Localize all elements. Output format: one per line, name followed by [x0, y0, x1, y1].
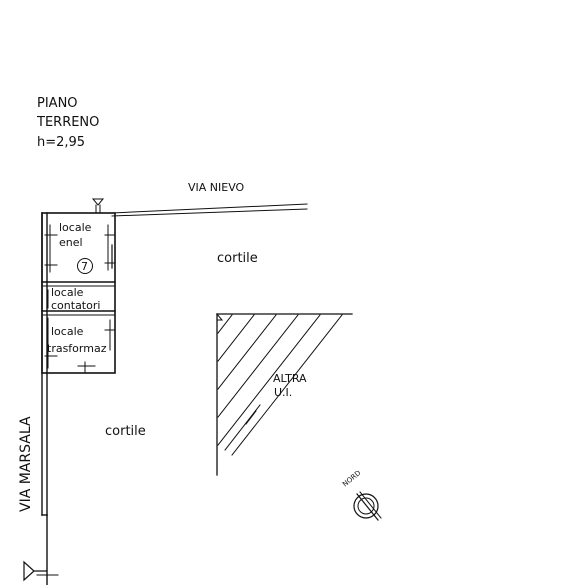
room-trasf-line2: trasformaz [47, 342, 107, 355]
entrance-arrow-north-icon [91, 198, 105, 213]
courtyard-lower-label: cortile [105, 424, 146, 439]
other-unit-label-line2: U.I. [274, 386, 292, 399]
other-unit-area [216, 313, 353, 476]
floor-label-line1: PIANO [37, 96, 78, 111]
room-contatori-line1: locale [51, 286, 84, 299]
floor-height: h=2,95 [37, 135, 85, 150]
room-contatori-line2: contatori [51, 299, 100, 312]
street-edge-north [111, 203, 308, 217]
floor-label-line2: TERRENO [36, 115, 99, 130]
courtyard-upper-label: cortile [217, 251, 258, 266]
entrance-arrow-west-icon [23, 560, 48, 582]
street-label-north: VIA NIEVO [188, 181, 245, 194]
room-enel-line1: locale [59, 221, 92, 234]
room-trasf-line1: locale [51, 325, 84, 338]
room-number-circle [77, 258, 93, 274]
compass-label: NORD [341, 469, 362, 489]
room-enel-line2: enel [59, 236, 83, 249]
north-compass-icon [353, 491, 382, 521]
other-unit-label-line1: ALTRA [273, 372, 307, 385]
room-number: 7 [81, 260, 88, 273]
street-label-west: VIA MARSALA [18, 416, 34, 512]
service-building [41, 212, 116, 374]
